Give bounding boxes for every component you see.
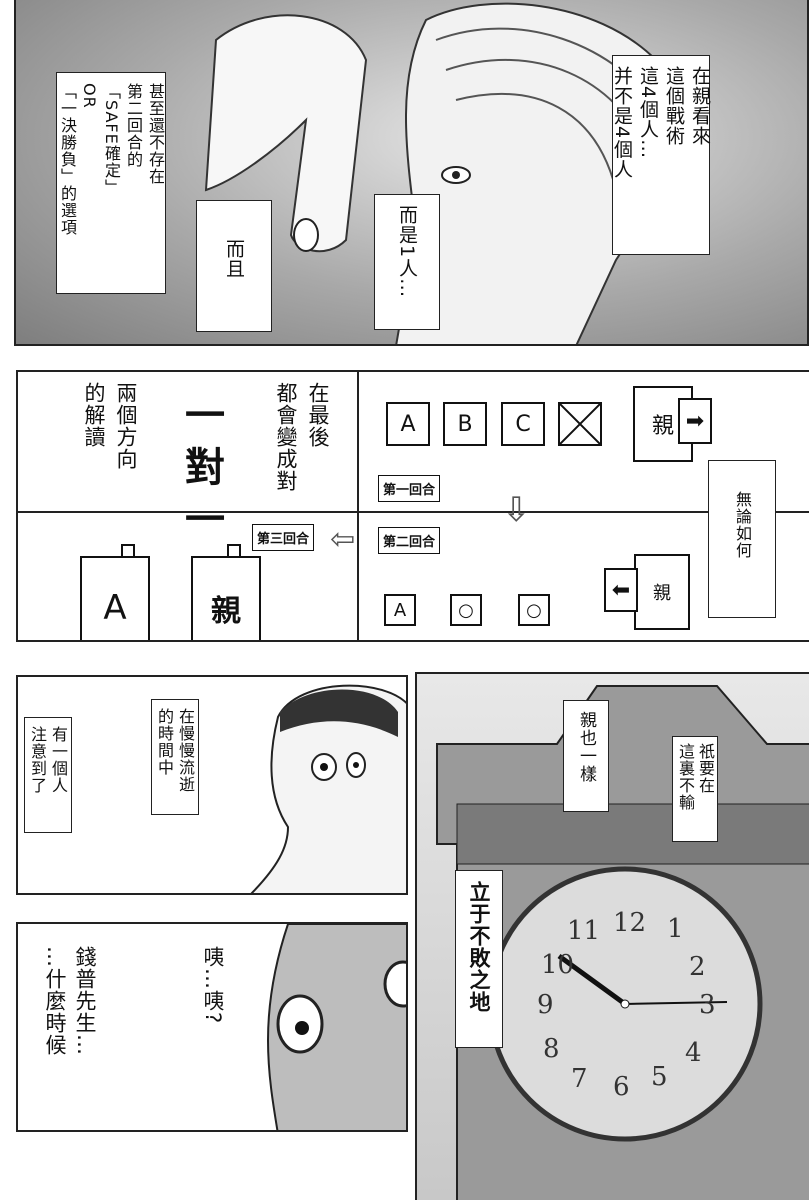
caption-four-people: 在親看來 這個戰術 這4個人… 并不是4個人	[611, 55, 711, 255]
caption-moreover: 而且	[196, 200, 272, 332]
caption-at-last: 在最後 都會變成對	[274, 382, 330, 492]
caption-two-readings: 兩個方向 的解讀	[82, 382, 138, 470]
caption-not-lose: 祇要在 這裏不輸	[672, 736, 718, 842]
piece-a-round3: A	[80, 556, 150, 640]
piece-b-round1: B	[443, 402, 487, 446]
cross-icon	[560, 404, 600, 444]
caption-someone-noticed: 有一個人 注意到了	[24, 717, 72, 833]
caption-text: 祇要在 這裏不輸	[676, 743, 715, 811]
panel-1-portrait: 在親看來 這個戰術 這4個人… 并不是4個人 而是1人… 而且 甚至還不存在 第…	[14, 0, 809, 346]
caption-text: 有一個人 注意到了	[28, 726, 68, 794]
clock-numerals: 12 1 2 3 4 5 6 7 8 9 10 11	[417, 674, 809, 1200]
caption-parent-same: 親也一樣	[563, 700, 609, 812]
panel-2-diagram: 在最後 都會變成對 一對一 兩個方向 的解讀 A B C 親 ➡ 第一回合 ⇩ …	[16, 370, 809, 642]
panel-3-man-noticing: 有一個人 注意到了 在慢慢流逝 的時間中	[16, 675, 408, 895]
caption-no-option: 甚至還不存在 第二回合的 「SAFE確定」 OR 「一決勝負」的選項	[56, 72, 166, 294]
caption-invincible: 立于不敗之地	[455, 870, 503, 1048]
caption-text: 在慢慢流逝 的時間中	[155, 708, 195, 793]
speech-huh: 咦…咦?	[201, 946, 225, 1025]
arrow-down-icon: ⇩	[502, 490, 531, 530]
piece-eliminated-round1	[558, 402, 602, 446]
panel-4-face-closeup: 咦…咦? 錢普先生… …什麼時候	[16, 922, 408, 1132]
piece-o-round2: ○	[518, 594, 550, 626]
arrow-left-icon: ⇦	[330, 522, 356, 557]
arrow-left-icon: ⬅	[604, 568, 638, 612]
panel-5-clock: 12 1 2 3 4 5 6 7 8 9 10 11 親也一樣 祇要在 這裏不輸…	[415, 672, 809, 1200]
caption-text: 而且	[223, 239, 245, 279]
divider-horizontal	[18, 511, 809, 513]
clock-numeral: 10	[541, 950, 575, 980]
piece-a-round2: A	[384, 594, 416, 626]
clock-numeral: 6	[613, 1072, 630, 1102]
caption-text: 在親看來 這個戰術 這4個人… 并不是4個人	[611, 66, 711, 180]
divider-vertical	[357, 372, 359, 640]
caption-text: 立于不敗之地	[467, 881, 491, 1013]
clock-numeral: 8	[543, 1034, 560, 1064]
speech-when: 錢普先生… …什麼時候	[43, 946, 97, 1056]
caption-text: 而是1人…	[396, 205, 418, 299]
round3-label: 第三回合	[252, 524, 315, 551]
round2-label: 第二回合	[378, 527, 441, 554]
face-closeup-illustration	[267, 924, 406, 1130]
round1-label: 第一回合	[378, 475, 441, 502]
caption-one-on-one: 一對一	[178, 394, 224, 550]
piece-a-round1: A	[386, 402, 430, 446]
clock-numeral: 9	[537, 990, 554, 1020]
arrow-right-icon: ➡	[678, 398, 712, 444]
clock-numeral: 11	[567, 916, 601, 946]
grandfather-clock-illustration	[436, 685, 809, 1200]
caption-anyway: 無論如何	[708, 460, 776, 618]
caption-text: 親也一樣	[576, 711, 596, 783]
clock-numeral: 7	[571, 1064, 588, 1094]
clock-numeral: 4	[685, 1038, 702, 1068]
caption-slow-time: 在慢慢流逝 的時間中	[151, 699, 199, 815]
caption-one-person: 而是1人…	[374, 194, 440, 330]
clock-numeral: 5	[651, 1062, 668, 1092]
man-face-illustration	[250, 684, 406, 893]
caption-text: 無論如何	[733, 491, 752, 559]
clock-numeral: 2	[689, 952, 706, 982]
clock-numeral: 3	[699, 990, 716, 1020]
piece-parent-round3: 親	[191, 556, 261, 640]
piece-c-round1: C	[501, 402, 545, 446]
piece-o-round2: ○	[450, 594, 482, 626]
caption-text: 甚至還不存在 第二回合的 「SAFE確定」 OR 「一決勝負」的選項	[58, 83, 165, 236]
clock-numeral: 1	[667, 914, 684, 944]
clock-numeral: 12	[613, 908, 647, 938]
character-illustration	[204, 2, 667, 344]
piece-parent-round2: 親	[634, 554, 690, 630]
